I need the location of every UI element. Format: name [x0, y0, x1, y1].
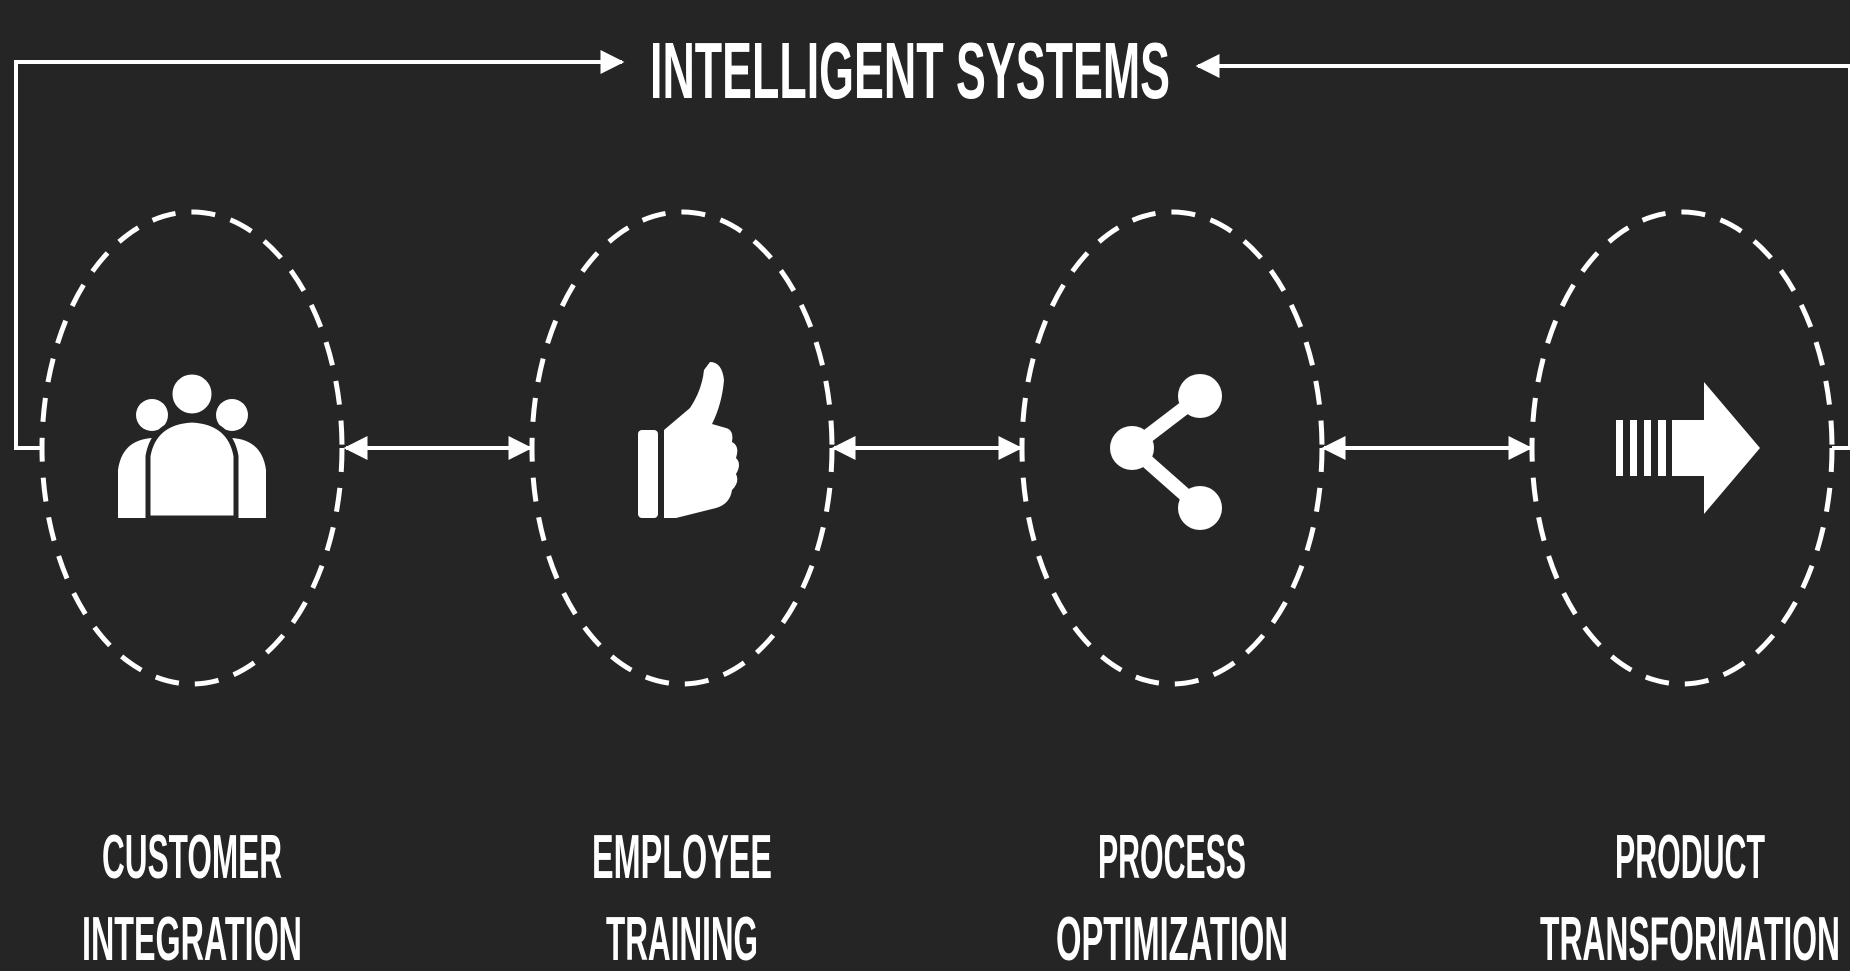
- stage-label-2-line1: EMPLOYEE: [592, 823, 772, 892]
- left-loop-line: [14, 50, 625, 450]
- stage-labels: CUSTOMER INTEGRATION EMPLOYEE TRAINING P…: [82, 823, 1840, 971]
- stage-label-3-line2: OPTIMIZATION: [1056, 905, 1288, 971]
- stage-label-3-line1: PROCESS: [1098, 823, 1246, 892]
- stage-label-2-line2: TRAINING: [606, 905, 758, 971]
- diagram-title: INTELLIGENT SYSTEMS: [650, 26, 1170, 115]
- stage-label-1-line1: CUSTOMER: [102, 823, 282, 892]
- right-loop-line: [1195, 54, 1850, 450]
- stage-label-4-line2: TRANSFORMATION: [1540, 905, 1840, 971]
- people-group-icon: [118, 369, 266, 521]
- stage-circle-1: [39, 209, 345, 687]
- share-icon: [1110, 374, 1222, 530]
- stage-circle-2: [529, 209, 835, 687]
- stage-label-4-line1: PRODUCT: [1615, 823, 1765, 892]
- stage-circle-3: [1019, 209, 1325, 687]
- feedback-loop-connector: [14, 50, 1850, 450]
- stage-label-1-line2: INTEGRATION: [82, 905, 302, 971]
- stage-circles: [39, 209, 1835, 687]
- thumbs-up-icon: [638, 362, 739, 518]
- striped-arrow-right-icon: [1616, 382, 1760, 514]
- stage-circle-4: [1529, 209, 1835, 687]
